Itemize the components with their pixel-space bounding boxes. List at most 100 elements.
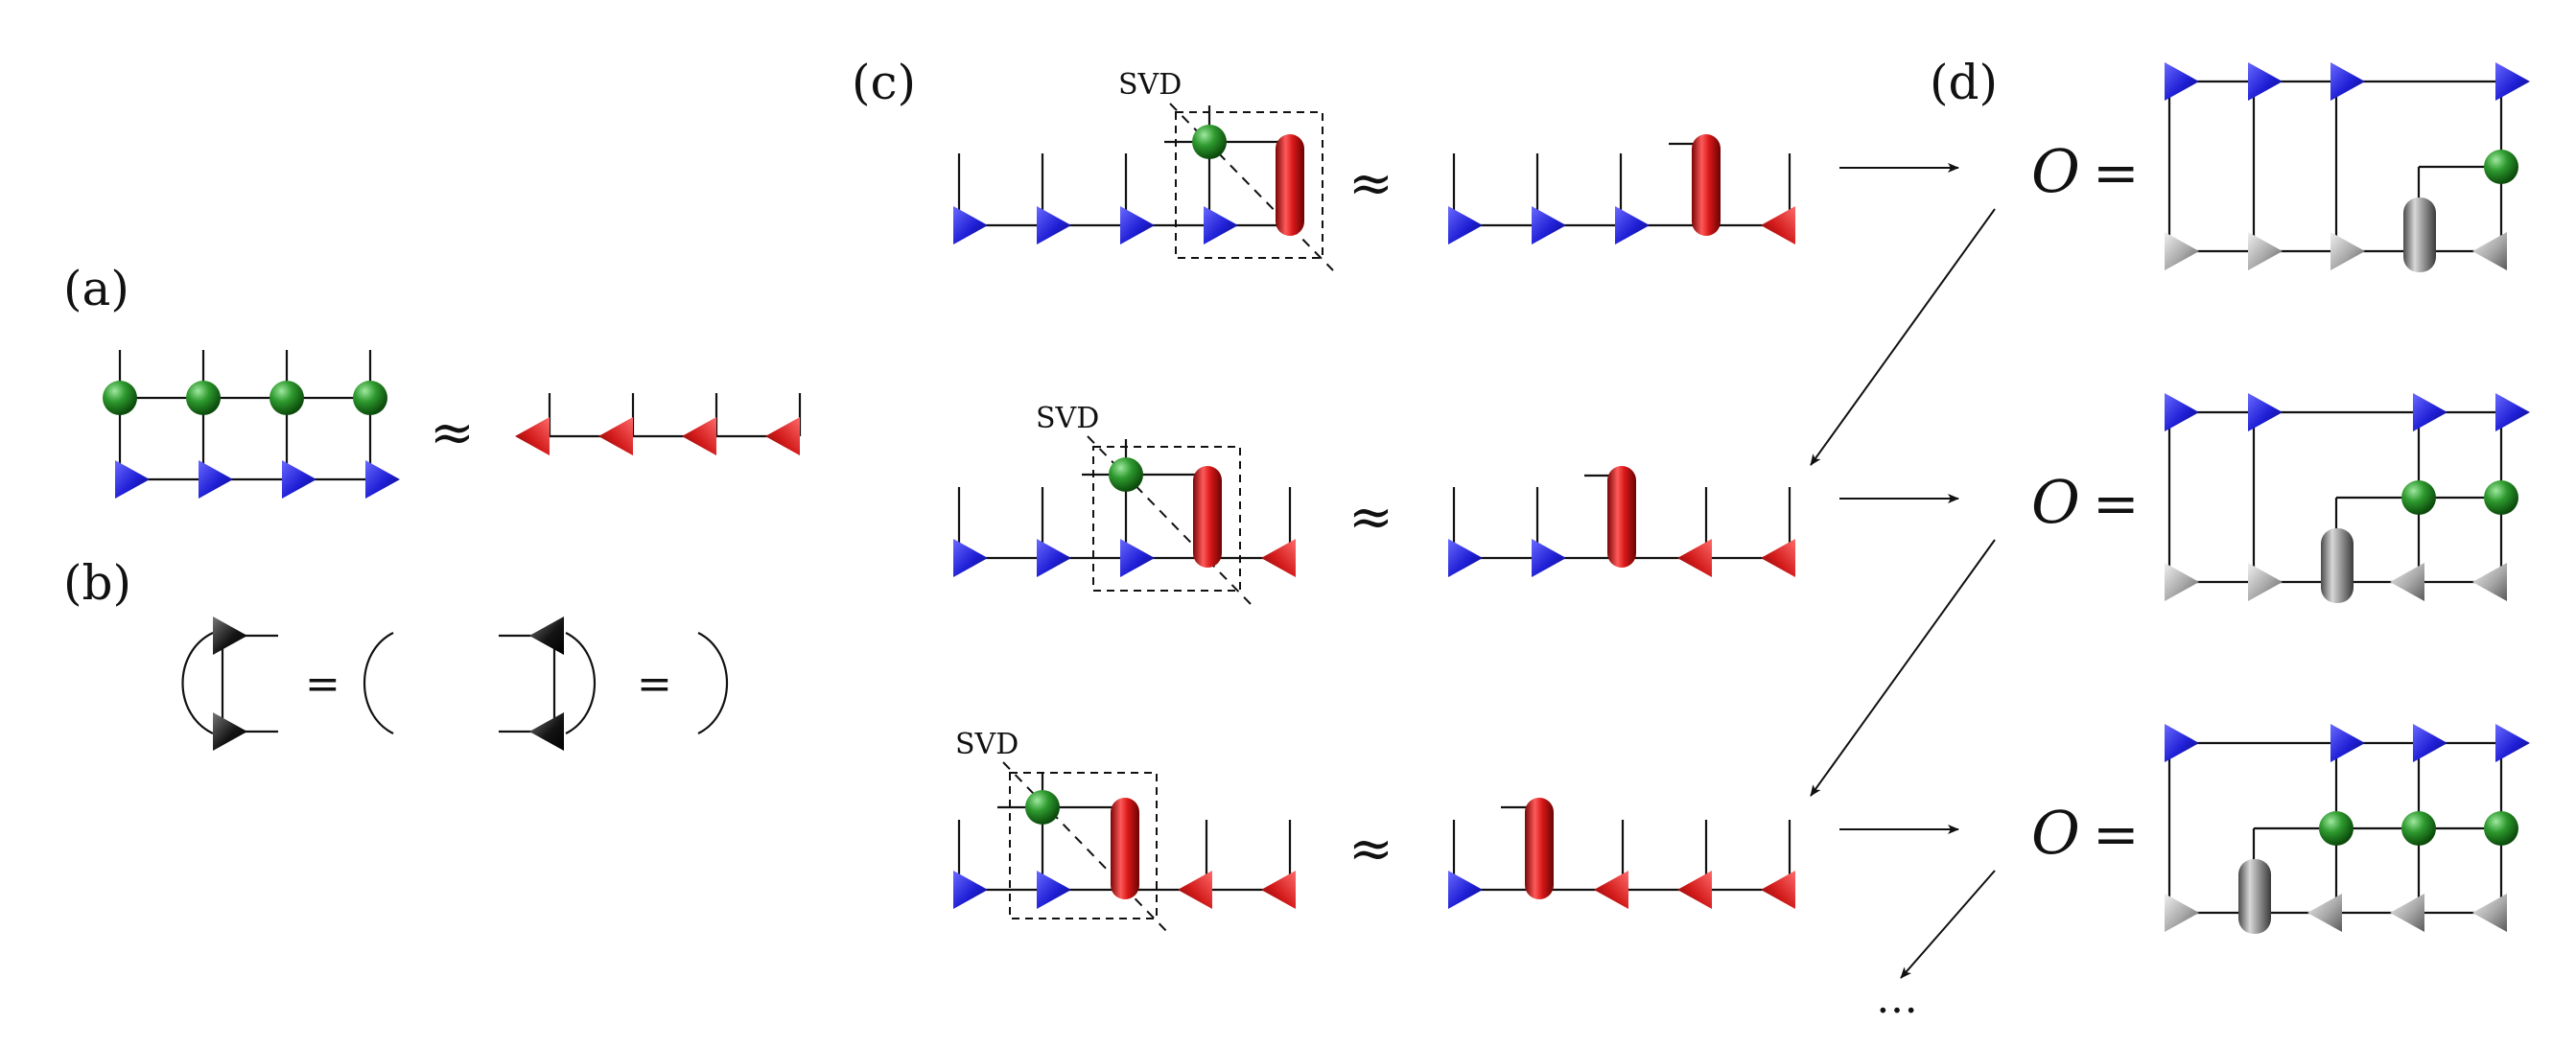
red-triangle-node (1677, 871, 1712, 909)
blue-triangle-node (1120, 539, 1155, 577)
blue-triangle-node (2413, 393, 2447, 431)
blue-triangle-node (1532, 206, 1566, 244)
approx-sign: ≈ (1348, 818, 1393, 880)
green-sphere-node (1109, 457, 1143, 492)
red-triangle-node (1761, 539, 1795, 577)
approx-sign: ≈ (1348, 486, 1393, 548)
operator-symbol: O (2031, 798, 2080, 868)
black-triangle-node (213, 712, 247, 751)
blue-triangle-node (1448, 539, 1483, 577)
blue-triangle-node (953, 871, 988, 909)
svd-label: SVD (955, 728, 1019, 761)
black-triangle-node (529, 617, 564, 655)
arrow-diagonal (1810, 208, 1996, 466)
green-sphere-node (103, 381, 137, 415)
green-sphere-node (2319, 811, 2354, 846)
operator-equation: O = (2031, 136, 2140, 206)
green-sphere-node (2401, 480, 2436, 515)
blue-triangle-node (2165, 62, 2199, 101)
panel-d-row1 (2167, 80, 2503, 253)
blue-triangle-node (365, 460, 400, 499)
grey-triangle-node (2248, 232, 2283, 270)
grey-triangle-node (2390, 894, 2424, 932)
grey-triangle-node (2165, 232, 2199, 270)
grey-triangle-node (2472, 232, 2507, 270)
green-sphere-node (186, 381, 221, 415)
red-triangle-node (1677, 539, 1712, 577)
identity-bracket (363, 632, 394, 734)
equals-sign: = (2093, 802, 2140, 867)
green-sphere-node (2484, 480, 2518, 515)
operator-equation: O = (2031, 467, 2140, 537)
svd-label: SVD (1118, 68, 1182, 102)
red-triangle-node (1594, 871, 1628, 909)
red-gate-node (1276, 134, 1304, 236)
panel-b-middle (499, 632, 596, 734)
ellipsis: … (1876, 974, 1918, 1023)
blue-triangle-node (1037, 539, 1071, 577)
red-triangle-node (1261, 539, 1296, 577)
grey-triangle-node (2472, 563, 2507, 601)
grey-triangle-node (2390, 563, 2424, 601)
red-triangle-node (1178, 871, 1212, 909)
blue-triangle-node (2413, 724, 2447, 762)
arrow-diagonal (1900, 870, 1996, 979)
green-sphere-node (269, 381, 304, 415)
panel-a-red-nodes (515, 417, 800, 455)
blue-triangle-node (1037, 871, 1071, 909)
blue-triangle-node (1204, 206, 1238, 244)
blue-triangle-node (2165, 724, 2199, 762)
blue-triangle-node (953, 539, 988, 577)
approx-sign: ≈ (1348, 152, 1393, 215)
blue-triangle-node (1532, 539, 1566, 577)
panel-d-label: (d) (1930, 55, 1998, 110)
blue-triangle-node (1615, 206, 1650, 244)
grey-gate-node (2238, 859, 2271, 934)
green-sphere-node (1192, 125, 1227, 159)
red-triangle-node (765, 417, 800, 455)
blue-triangle-node (1448, 206, 1483, 244)
green-sphere-node (353, 381, 387, 415)
panel-c-label: (c) (852, 55, 916, 110)
red-gate-node (1607, 466, 1636, 568)
svd-label: SVD (1036, 402, 1099, 435)
panel-a-label: (a) (63, 261, 129, 316)
panel-a-green-nodes (103, 381, 387, 415)
panel-b-label: (b) (63, 555, 131, 611)
grey-triangle-node (2307, 894, 2342, 932)
red-triangle-node (1761, 206, 1795, 244)
grey-triangle-node (2248, 563, 2283, 601)
blue-triangle-node (2495, 724, 2530, 762)
grey-triangle-node (2330, 232, 2365, 270)
blue-triangle-node (199, 460, 233, 499)
operator-symbol: O (2031, 467, 2080, 537)
red-gate-node (1111, 798, 1139, 899)
panel-b-lhs (181, 632, 278, 734)
blue-triangle-node (2495, 393, 2530, 431)
red-gate-node (1193, 466, 1222, 568)
approx-sign: ≈ (430, 402, 475, 464)
blue-triangle-node (953, 206, 988, 244)
panel-a-blue-nodes (115, 460, 400, 499)
blue-triangle-node (2248, 62, 2283, 101)
black-triangle-node (213, 617, 247, 655)
equals-sign: = (637, 660, 672, 709)
red-triangle-node (515, 417, 550, 455)
green-sphere-node (2401, 811, 2436, 846)
panel-a-lhs (118, 350, 372, 481)
blue-triangle-node (2330, 62, 2365, 101)
green-sphere-node (2484, 811, 2518, 846)
blue-triangle-node (1120, 206, 1155, 244)
blue-triangle-node (2248, 393, 2283, 431)
operator-symbol: O (2031, 136, 2080, 206)
red-gate-node (1525, 798, 1554, 899)
blue-triangle-node (282, 460, 316, 499)
arrow-diagonal (1810, 539, 1996, 797)
grey-gate-node (2321, 528, 2354, 603)
blue-triangle-node (1448, 871, 1483, 909)
identity-bracket (697, 632, 728, 734)
red-triangle-node (1761, 871, 1795, 909)
blue-triangle-node (2165, 393, 2199, 431)
equals-sign: = (2093, 140, 2140, 205)
grey-triangle-node (2165, 563, 2199, 601)
